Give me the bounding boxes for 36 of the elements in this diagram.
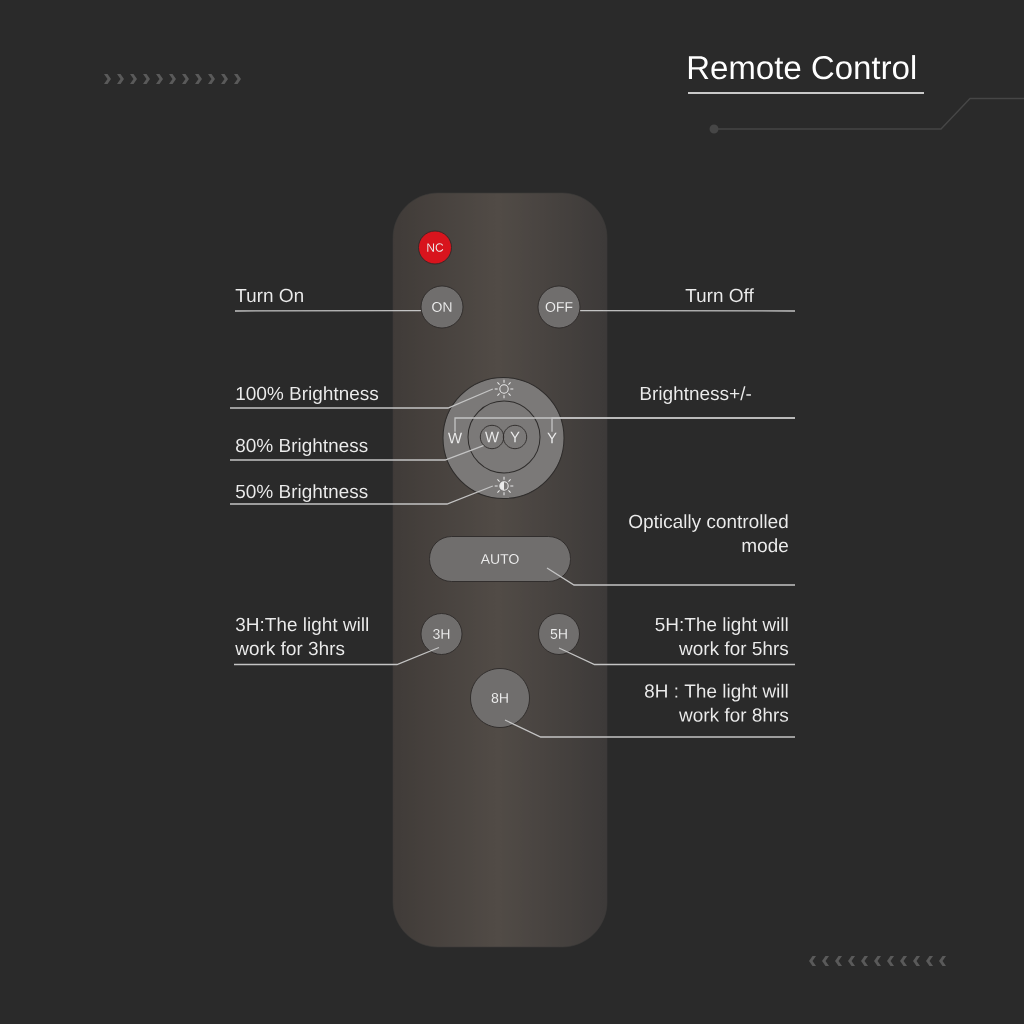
- round-button: NC: [418, 230, 452, 265]
- callout-text: Turn Off: [685, 288, 754, 303]
- round-button: 5H: [538, 613, 580, 655]
- round-button: 3H: [420, 613, 463, 655]
- callout-text: 80% Brightness: [236, 438, 368, 456]
- dial-ring: [467, 400, 541, 474]
- leader-line: [551, 417, 796, 433]
- leader-line: [229, 388, 494, 409]
- sun-icon: [494, 379, 514, 399]
- round-button: Y: [502, 424, 528, 450]
- callout-text: 5H:The light will work for 5hrs: [655, 617, 789, 656]
- leader-line: [558, 647, 796, 666]
- leader-line: [546, 567, 796, 586]
- control-dial: [442, 377, 565, 499]
- pill-button: AUTO: [429, 536, 571, 582]
- callout-text: 3H:The light will work for 3hrs: [235, 617, 368, 656]
- callout-text: 50% Brightness: [235, 484, 368, 502]
- round-button: 8H: [470, 668, 530, 728]
- leader-line: [229, 444, 485, 461]
- dial-letter: Y: [547, 432, 557, 444]
- half-sun-icon: [494, 476, 514, 496]
- callout-text: Optically controlled mode: [629, 514, 788, 553]
- dial-letter: W: [448, 432, 463, 444]
- callout-text: 100% Brightness: [236, 386, 379, 404]
- leader-line: [229, 485, 494, 505]
- callout-text: 8H : The light will work for 8hrs: [645, 683, 789, 722]
- title: Remote Control: [688, 55, 916, 80]
- leader-line: [579, 310, 796, 312]
- callout-text: Brightness+/-: [640, 386, 751, 404]
- leader-line: [504, 719, 796, 738]
- round-button: ON: [420, 285, 464, 329]
- round-button: W: [479, 424, 505, 450]
- callout-text: Turn On: [235, 288, 303, 303]
- leader-line: [234, 310, 422, 312]
- round-button: OFF: [537, 285, 581, 329]
- leader-line: [233, 646, 440, 666]
